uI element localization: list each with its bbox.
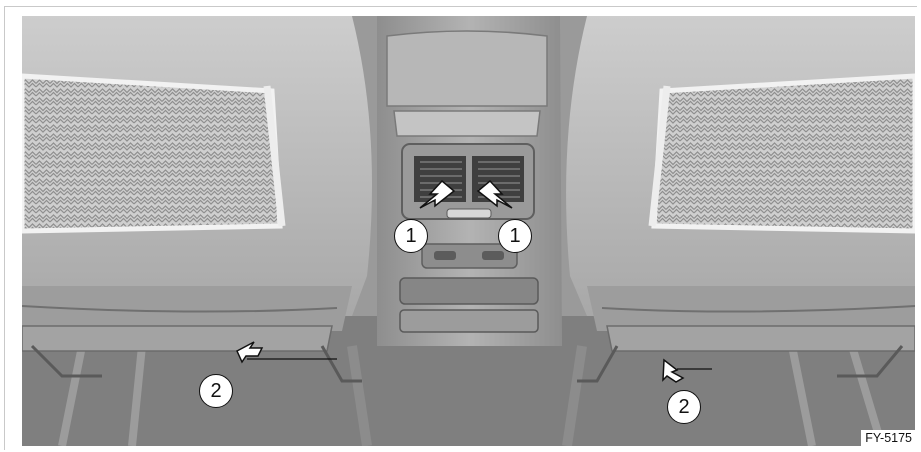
left-seat-back	[22, 16, 372, 381]
storage-tray	[400, 278, 538, 304]
callout-2-right: 2	[667, 390, 701, 424]
center-console	[377, 16, 562, 346]
rear-vent-illustration	[22, 16, 915, 446]
figure-code: FY-5175	[861, 430, 915, 446]
callout-1-right: 1	[498, 219, 532, 253]
callout-2-left: 2	[199, 374, 233, 408]
vent-grille-right	[472, 156, 524, 202]
right-seat-back	[566, 16, 915, 381]
callout-1-left: 1	[394, 219, 428, 253]
rear-cabin-drawing	[22, 16, 915, 446]
